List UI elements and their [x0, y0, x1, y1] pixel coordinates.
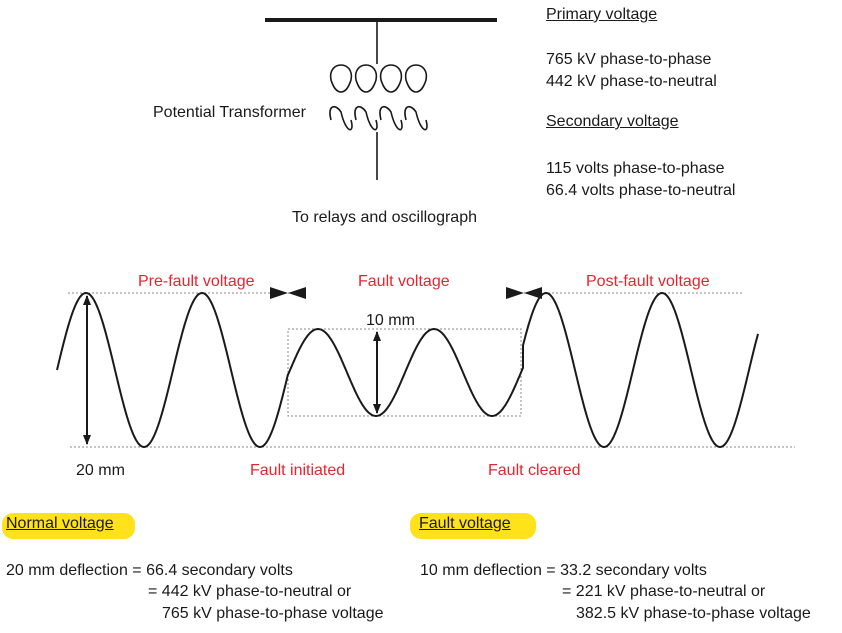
primary-voltage-heading: Primary voltage — [546, 6, 658, 23]
voltage-waveform — [56, 291, 759, 449]
output-label: To relays and oscillograph — [292, 209, 477, 226]
reference-lines — [68, 292, 795, 448]
fault-end-marker — [506, 287, 542, 299]
secondary-voltage-line1: 115 volts phase-to-phase — [546, 160, 725, 177]
primary-voltage-line1: 765 kV phase-to-phase — [546, 51, 712, 68]
fault-voltage-label: Fault voltage — [358, 273, 450, 290]
normal-voltage-highlight — [2, 513, 135, 539]
fault-cleared-label: Fault cleared — [488, 462, 581, 479]
secondary-coil — [329, 106, 428, 131]
fault-voltage-line3: 382.5 kV phase-to-phase voltage — [576, 605, 811, 622]
primary-voltage-line2: 442 kV phase-to-neutral — [546, 73, 717, 90]
fault-voltage-heading: Fault voltage — [419, 515, 511, 532]
post-fault-label: Post-fault voltage — [586, 273, 710, 290]
primary-coil — [329, 64, 428, 93]
fault-deflection-label: 10 mm — [366, 312, 415, 329]
normal-deflection-label: 20 mm — [76, 462, 125, 479]
normal-voltage-line3: 765 kV phase-to-phase voltage — [162, 605, 384, 622]
fault-voltage-line2: = 221 kV phase-to-neutral or — [562, 583, 766, 600]
normal-voltage-line1: 20 mm deflection = 66.4 secondary volts — [6, 562, 293, 579]
fault-start-marker — [270, 287, 306, 299]
secondary-voltage-heading: Secondary voltage — [546, 113, 679, 130]
normal-voltage-heading: Normal voltage — [6, 515, 114, 532]
normal-voltage-line2: = 442 kV phase-to-neutral or — [148, 583, 352, 600]
secondary-voltage-line2: 66.4 volts phase-to-neutral — [546, 182, 736, 199]
transformer-label: Potential Transformer — [153, 104, 307, 121]
fault-voltage-line1: 10 mm deflection = 33.2 secondary volts — [420, 562, 707, 579]
pre-fault-label: Pre-fault voltage — [138, 273, 255, 290]
fault-initiated-label: Fault initiated — [250, 462, 345, 479]
fault-voltage-highlight — [410, 513, 536, 539]
